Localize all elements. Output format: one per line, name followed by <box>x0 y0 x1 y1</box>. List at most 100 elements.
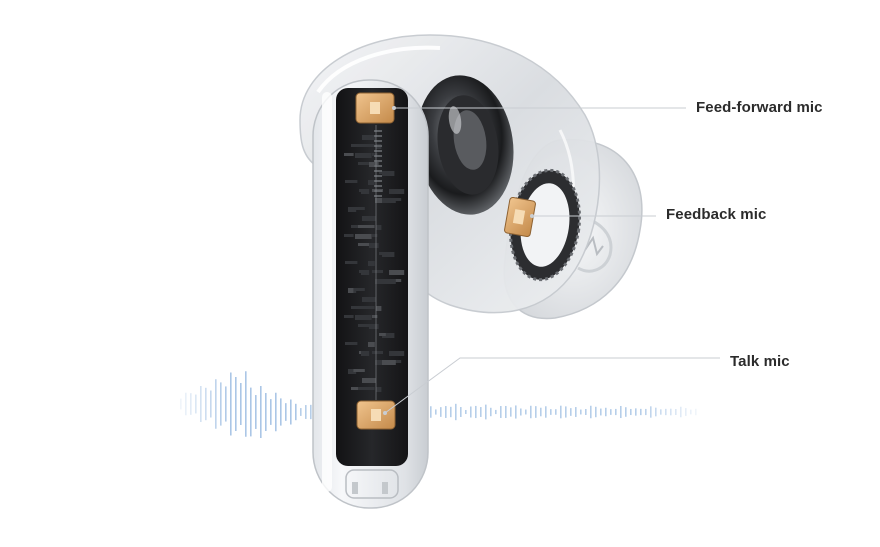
circuit-component <box>379 333 386 336</box>
circuit-component <box>382 198 396 203</box>
waveform-bar <box>435 409 437 415</box>
circuit-component <box>358 324 375 327</box>
circuit-component <box>375 360 386 365</box>
waveform-bar <box>505 405 507 419</box>
circuit-component <box>375 198 386 203</box>
feedback-mic-chip <box>504 196 536 238</box>
circuit-component <box>379 171 386 174</box>
circuit-component <box>348 369 354 374</box>
waveform-bar <box>490 407 492 417</box>
circuit-component <box>369 324 379 329</box>
feed-forward-mic-chip <box>355 92 395 124</box>
circuit-component <box>361 189 370 194</box>
waveform-bar <box>635 408 637 416</box>
waveform-bar <box>280 398 282 426</box>
circuit-component <box>372 351 383 354</box>
waveform-bar <box>535 406 537 418</box>
circuit-component <box>362 135 376 140</box>
circuit-component <box>345 342 358 345</box>
earbud-stem <box>312 79 429 509</box>
circuit-component <box>362 216 376 221</box>
circuit-pin <box>374 145 382 147</box>
waveform-bar <box>565 406 567 418</box>
talk-mic-chip <box>356 400 396 430</box>
circuit-component <box>372 270 383 273</box>
circuit-component <box>372 153 378 156</box>
circuit-component <box>358 225 375 228</box>
waveform-bar <box>580 409 582 415</box>
waveform-bar <box>475 405 477 419</box>
waveform-bar <box>470 406 472 418</box>
circuit-component <box>369 162 379 167</box>
waveform-bar <box>250 387 252 437</box>
waveform-bar <box>230 372 232 436</box>
waveform-bar <box>445 406 447 418</box>
circuit-component <box>351 144 365 147</box>
speaker-driver <box>416 75 514 215</box>
circuit-pin <box>374 155 382 157</box>
waveform-bar <box>620 405 622 419</box>
circuit-component <box>355 153 372 158</box>
circuit-component <box>358 144 375 147</box>
circuit-component <box>358 162 375 165</box>
circuit-component <box>344 234 354 237</box>
circuit-component <box>351 306 365 309</box>
circuit-component <box>355 315 372 320</box>
circuit-component <box>368 180 375 185</box>
circuit-component <box>362 378 376 383</box>
waveform-bar <box>430 406 432 418</box>
circuit-pin <box>374 175 382 177</box>
waveform-bar <box>240 383 242 425</box>
waveform-bar <box>235 377 237 431</box>
circuit-component <box>361 351 370 356</box>
waveform-bar <box>510 407 512 417</box>
waveform-bar <box>310 404 312 420</box>
circuit-pin <box>374 190 382 192</box>
circuit-component <box>389 270 405 275</box>
circuit-pin <box>374 195 382 197</box>
circuit-component <box>389 189 405 194</box>
waveform-bar <box>600 408 602 416</box>
circuit-component <box>345 261 358 264</box>
circuit-component <box>372 234 378 237</box>
circuit-component <box>358 306 375 309</box>
waveform-bar <box>455 403 457 421</box>
waveform-bar <box>450 406 452 418</box>
waveform-bar <box>245 371 247 437</box>
waveform-bar <box>520 408 522 416</box>
talk-leader-line <box>384 357 720 414</box>
circuit-pin <box>374 180 382 182</box>
waveform-bar <box>595 406 597 418</box>
waveform-bar <box>525 409 527 415</box>
waveform-bar <box>530 405 532 419</box>
waveform-bar <box>590 405 592 419</box>
circuit-component <box>351 288 365 291</box>
circuit-component <box>376 225 382 230</box>
circuit-component <box>369 243 379 248</box>
circuit-component <box>348 288 354 293</box>
waveform-bar <box>485 404 487 420</box>
talk-mic-label: Talk mic <box>730 353 790 370</box>
circuit-component <box>368 342 375 347</box>
waveform-bar <box>585 409 587 415</box>
waveform-bar <box>500 406 502 418</box>
circuit-pin <box>374 160 382 162</box>
leader-lines <box>383 106 720 415</box>
waveform-bar <box>305 405 307 419</box>
audio-waveform <box>180 371 697 438</box>
circuit-component <box>348 207 354 212</box>
circuit-component <box>382 333 395 338</box>
circuit-component <box>382 360 396 365</box>
circuit-pin <box>374 150 382 152</box>
waveform-bar <box>540 407 542 417</box>
waveform-bar <box>605 407 607 417</box>
waveform-bar <box>630 408 632 416</box>
circuit-traces <box>344 125 405 400</box>
waveform-bar <box>270 399 272 425</box>
waveform-bar <box>480 407 482 417</box>
circuit-pin <box>374 170 382 172</box>
circuit-component <box>375 279 386 284</box>
circuit-pin <box>374 165 382 167</box>
circuit-component <box>351 207 365 210</box>
